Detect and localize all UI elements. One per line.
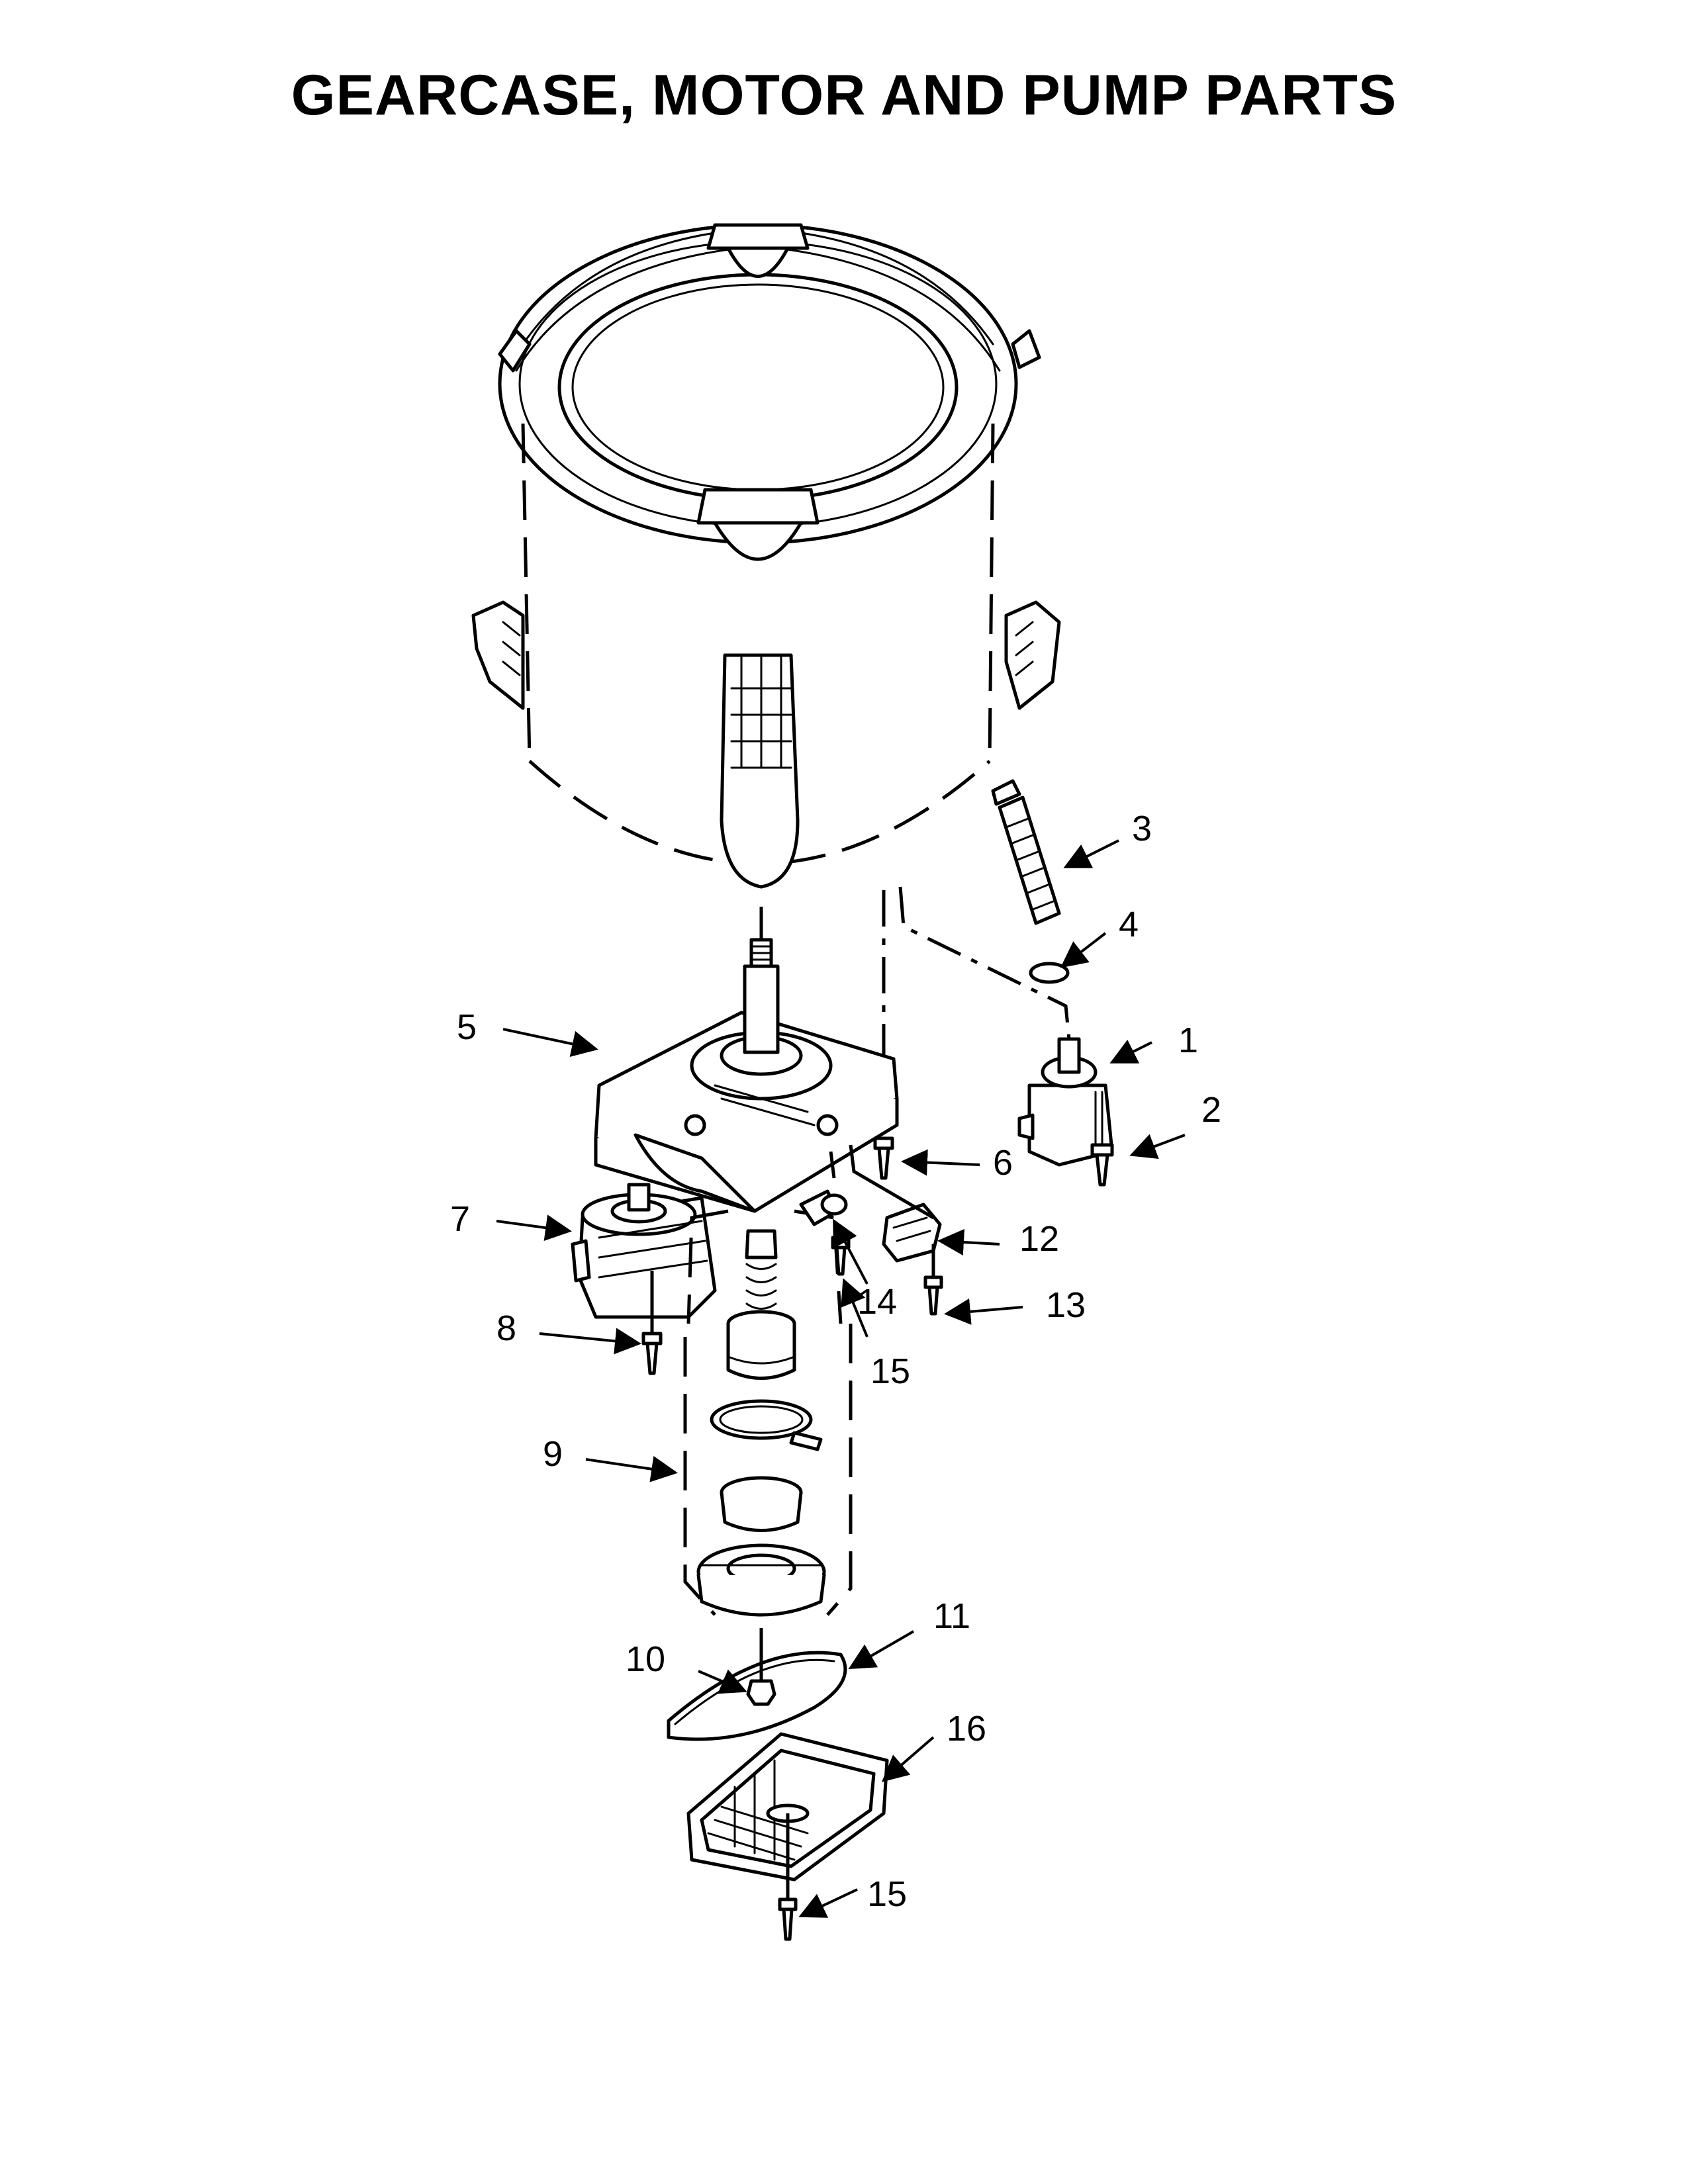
leader-4 bbox=[1060, 932, 1107, 968]
mount-screw bbox=[873, 1136, 894, 1180]
hose-clamp bbox=[1029, 962, 1070, 984]
leader-15-upper bbox=[841, 1278, 868, 1338]
leader-8 bbox=[539, 1328, 641, 1355]
leader-13 bbox=[944, 1298, 1023, 1325]
callout-5: 5 bbox=[457, 1007, 477, 1047]
callout-3: 3 bbox=[1132, 809, 1152, 848]
callout-11: 11 bbox=[933, 1596, 970, 1636]
callout-15-lower: 15 bbox=[867, 1874, 907, 1914]
gearcase-mount-plate bbox=[594, 938, 899, 1213]
leader-9 bbox=[585, 1455, 678, 1482]
callout-7: 7 bbox=[450, 1199, 470, 1239]
pulley-nut bbox=[746, 1679, 776, 1706]
leader-14 bbox=[833, 1218, 868, 1285]
leader-arrows bbox=[496, 839, 1186, 1918]
motor-screw bbox=[641, 1271, 663, 1375]
leader-15-lower bbox=[798, 1888, 858, 1918]
callout-6: 6 bbox=[993, 1143, 1013, 1183]
leader-3 bbox=[1063, 839, 1119, 868]
callout-numbers: 1 2 3 4 5 6 7 8 9 10 11 12 13 14 15 15 1… bbox=[450, 809, 1221, 1914]
callout-13: 13 bbox=[1046, 1285, 1086, 1325]
callout-12: 12 bbox=[1019, 1219, 1059, 1259]
callout-15-upper: 15 bbox=[870, 1351, 910, 1391]
drain-hose bbox=[991, 779, 1061, 925]
leader-2 bbox=[1129, 1134, 1186, 1160]
callout-2: 2 bbox=[1201, 1090, 1221, 1130]
lid-switch-sensor bbox=[882, 1203, 942, 1263]
leader-5 bbox=[502, 1028, 598, 1058]
callout-8: 8 bbox=[496, 1308, 516, 1348]
clutch-pulley-assembly bbox=[683, 1209, 853, 1617]
leader-12 bbox=[937, 1229, 1000, 1255]
clip bbox=[799, 1189, 848, 1226]
outer-tub bbox=[471, 223, 1061, 889]
leader-7 bbox=[496, 1214, 572, 1241]
bottom-shield bbox=[686, 1732, 889, 1882]
wire-line-1 bbox=[849, 1144, 935, 1220]
diagram-title: GEARCASE, MOTOR AND PUMP PARTS bbox=[291, 64, 1397, 127]
leader-16 bbox=[881, 1736, 935, 1782]
pump-phantom-line bbox=[898, 886, 1071, 1040]
sensor-screw bbox=[923, 1244, 943, 1316]
drain-pump bbox=[1017, 1037, 1114, 1167]
callout-4: 4 bbox=[1119, 905, 1139, 944]
leader-6 bbox=[901, 1149, 980, 1176]
leader-10 bbox=[698, 1669, 747, 1694]
callout-14: 14 bbox=[857, 1282, 897, 1322]
pump-screw bbox=[1090, 1143, 1114, 1187]
drive-motor bbox=[571, 1183, 717, 1319]
leader-11 bbox=[848, 1630, 915, 1670]
callout-10: 10 bbox=[626, 1639, 665, 1679]
callout-9: 9 bbox=[543, 1434, 563, 1474]
screw-lower bbox=[778, 1813, 798, 1941]
wire-line-2 bbox=[829, 1151, 836, 1179]
callout-16: 16 bbox=[947, 1709, 986, 1749]
callout-1: 1 bbox=[1178, 1021, 1198, 1060]
leader-1 bbox=[1109, 1040, 1152, 1064]
